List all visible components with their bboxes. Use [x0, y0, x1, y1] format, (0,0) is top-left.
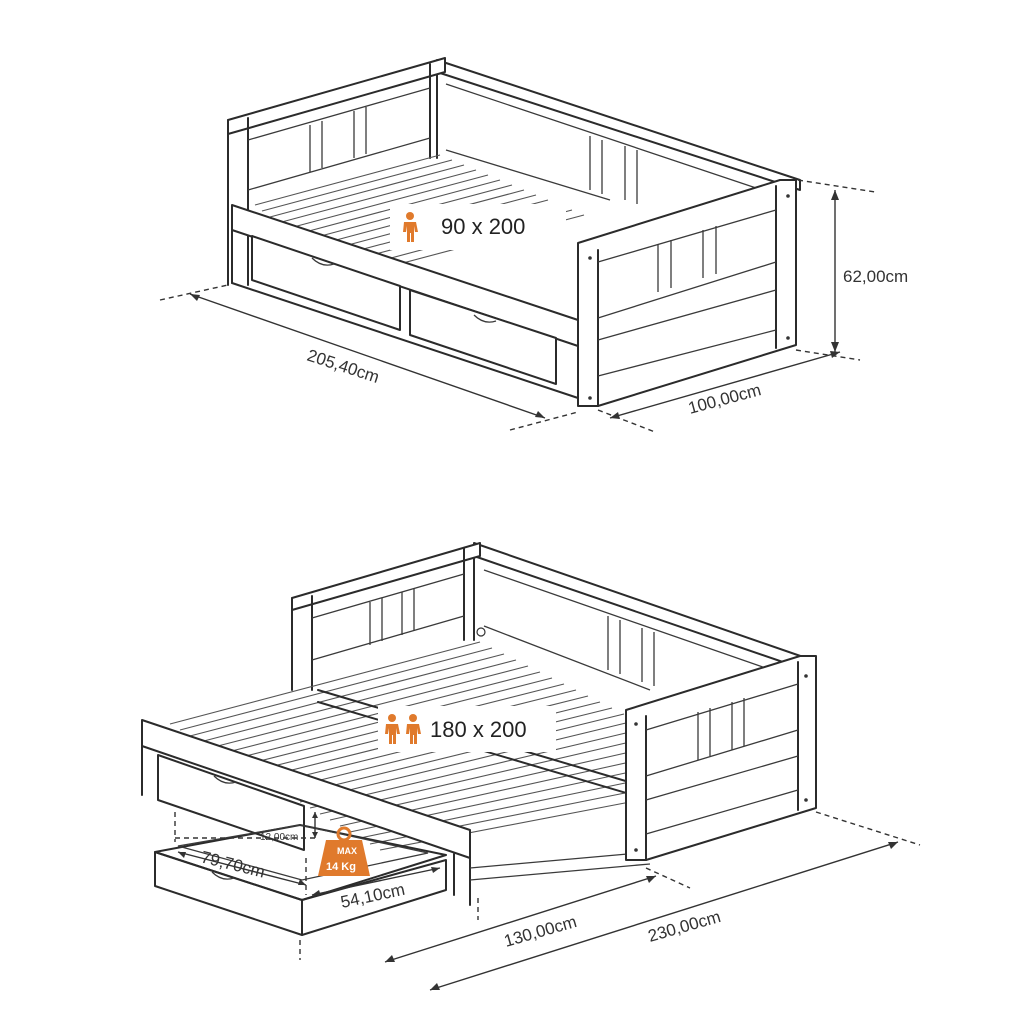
dim-length-label: 205,40cm	[305, 346, 382, 387]
pulled-drawer	[154, 824, 447, 936]
drawer-depth-label: 12,00cm	[260, 832, 298, 843]
dim-height-62: 62,00cm	[797, 179, 908, 352]
dim-length-ext-label: 230,00cm	[646, 907, 723, 946]
max-load-label: 14 Kg	[326, 861, 356, 873]
dim-height-label: 62,00cm	[843, 267, 908, 286]
dim-width-130: 130,00cm	[384, 867, 691, 963]
person-icon	[406, 714, 421, 744]
person-icon	[403, 212, 418, 242]
weight-icon: MAX 14 Kg	[318, 826, 370, 876]
dim-width-ext-label: 130,00cm	[502, 912, 579, 951]
single-daybed-drawing: 90 x 200 205,40cm 100,00cm 62,00cm	[159, 57, 908, 433]
single-size-label: 90 x 200	[441, 214, 525, 239]
max-label: MAX	[337, 846, 357, 856]
extended-daybed-drawing: 180 x 200 12,00cm 79,70cm 54,10cm	[141, 542, 921, 991]
dim-drawer-depth: 12,00cm	[174, 812, 318, 843]
dim-width-label: 100,00cm	[686, 380, 763, 418]
person-icon	[385, 714, 400, 744]
double-size-label: 180 x 200	[430, 717, 527, 742]
